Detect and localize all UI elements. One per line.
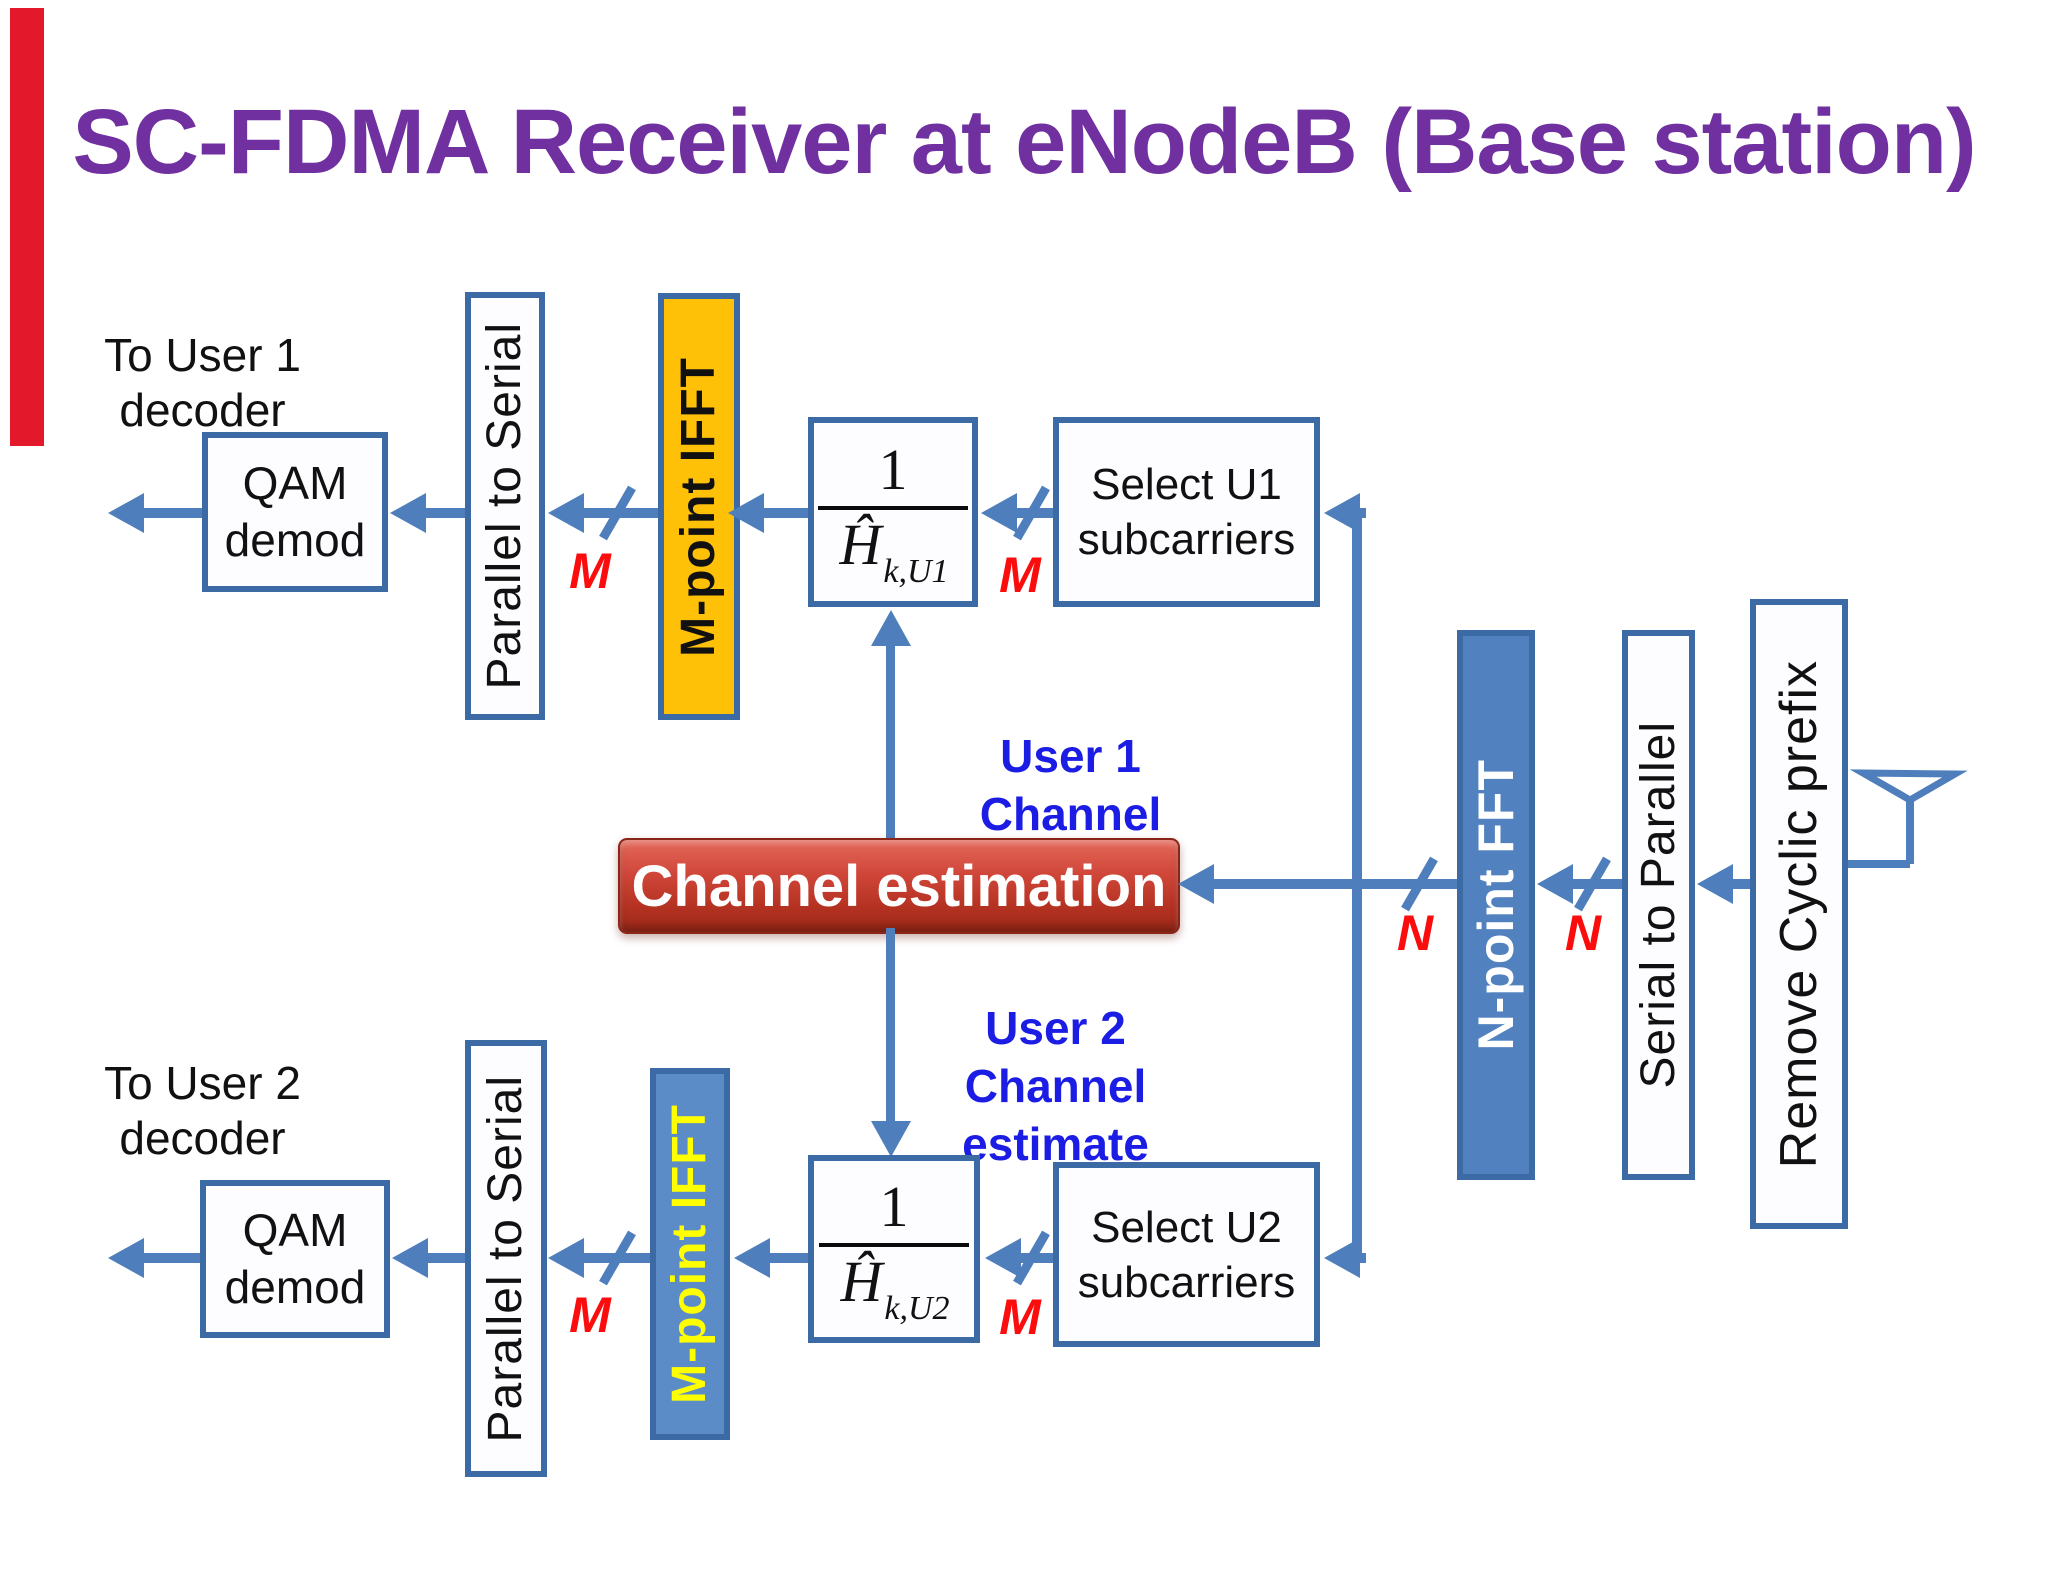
page-title: SC-FDMA Receiver at eNodeB (Base station… bbox=[72, 91, 1976, 193]
parallel-to-serial-box-u2: Parallel to Serial bbox=[465, 1040, 547, 1477]
arrow-fft-chanest bbox=[1211, 879, 1457, 889]
arrow-chanest-u1 bbox=[886, 644, 895, 840]
arrow-sel-inv-u2-head bbox=[985, 1238, 1021, 1278]
channel-inverse-box-u2: 1 Ĥk,U2 bbox=[808, 1155, 980, 1343]
arrow-p2s-qam-u1-head bbox=[390, 493, 426, 533]
edge-bar bbox=[10, 8, 44, 446]
select-u1-subcarriers-box: Select U1 subcarriers bbox=[1053, 417, 1320, 607]
arrow-ifft-p2s-u2-head bbox=[548, 1238, 584, 1278]
arrow-sel-inv-u1-head bbox=[981, 493, 1017, 533]
arrow-inv-ifft-u1 bbox=[761, 508, 809, 518]
serial-to-parallel-box: Serial to Parallel bbox=[1622, 630, 1695, 1180]
arrow-rcp-s2p-head bbox=[1697, 864, 1733, 904]
remove-cyclic-prefix-box: Remove Cyclic prefix bbox=[1750, 599, 1848, 1229]
inverse-fraction-u2: 1 Ĥk,U2 bbox=[819, 1177, 969, 1326]
arrow-s2p-fft-head bbox=[1537, 864, 1573, 904]
arrow-fft-chanest-head bbox=[1178, 864, 1214, 904]
n-point-fft-box: N-point FFT bbox=[1457, 630, 1535, 1180]
arrow-ifft-p2s-u1-head bbox=[548, 493, 584, 533]
channel-estimation-box: Channel estimation bbox=[618, 838, 1180, 934]
arrow-out-u2 bbox=[140, 1253, 202, 1263]
qam-demod-box-u1: QAM demod bbox=[202, 432, 388, 592]
to-user1-decoder-label: To User 1 decoder bbox=[104, 329, 301, 437]
arrow-out-u1 bbox=[140, 508, 204, 518]
inverse-fraction-u1: 1 Ĥk,U1 bbox=[818, 440, 968, 589]
arrow-out-u1-head bbox=[108, 493, 144, 533]
m-label-u2-right: M bbox=[999, 1289, 1041, 1345]
fraction-bar bbox=[818, 505, 968, 510]
qam-demod-box-u2: QAM demod bbox=[200, 1180, 390, 1338]
m-label-u2-left: M bbox=[569, 1287, 611, 1343]
arrow-inv-ifft-u2 bbox=[767, 1253, 809, 1263]
antenna-icon bbox=[1848, 769, 1968, 868]
m-label-u1-right: M bbox=[999, 547, 1041, 603]
arrow-out-u2-head bbox=[108, 1238, 144, 1278]
channel-inverse-box-u1: 1 Ĥk,U1 bbox=[808, 417, 978, 607]
m-label-u1-left: M bbox=[569, 543, 611, 599]
arrow-inv-ifft-u1-head bbox=[728, 493, 764, 533]
arrow-chanest-u2 bbox=[886, 928, 895, 1123]
arrow-p2s-qam-u2 bbox=[425, 1253, 467, 1263]
arrow-rcp-s2p bbox=[1730, 879, 1750, 889]
arrow-inv-ifft-u2-head bbox=[734, 1238, 770, 1278]
to-user2-decoder-label: To User 2 decoder bbox=[104, 1057, 301, 1165]
select-u2-subcarriers-box: Select U2 subcarriers bbox=[1053, 1162, 1320, 1347]
m-point-ifft-box-u2: M-point IFFT bbox=[650, 1068, 730, 1440]
user2-channel-estimate-label: User 2 Channel estimate bbox=[962, 1002, 1149, 1170]
arrow-p2s-qam-u1 bbox=[423, 508, 467, 518]
arrow-chanest-u2-head bbox=[871, 1121, 911, 1157]
fraction-bar bbox=[819, 1242, 969, 1247]
arrow-chanest-u1-head bbox=[871, 610, 911, 646]
arrow-branch-sel-u2 bbox=[1348, 1253, 1366, 1263]
parallel-to-serial-box-u1: Parallel to Serial bbox=[465, 292, 545, 720]
n-label-left: N bbox=[1396, 905, 1434, 961]
arrow-p2s-qam-u2-head bbox=[392, 1238, 428, 1278]
n-label-right: N bbox=[1564, 905, 1602, 961]
branch-line-vertical bbox=[1352, 509, 1362, 1263]
